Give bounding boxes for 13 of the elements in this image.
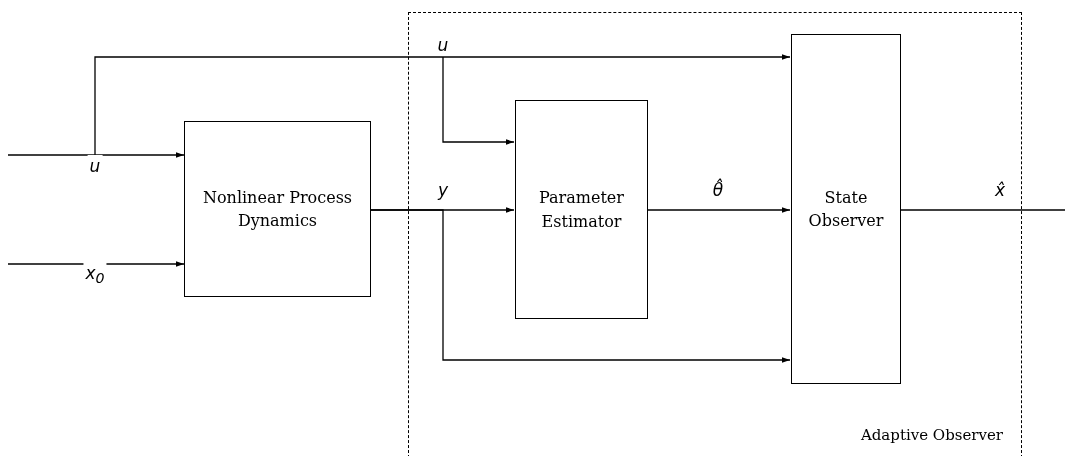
signal-arrow [442,56,515,145]
dashed-group-boundary [408,12,1022,456]
signal-arrow [7,152,185,158]
process-block [515,100,648,319]
block-label: Nonlinear Process Dynamics [201,186,354,232]
group-title: Adaptive Observer [860,426,1003,444]
process-block [791,34,901,384]
block-label: State Observer [807,186,885,232]
signal-arrow [370,209,791,363]
signal-arrow [646,207,791,213]
process-block [184,121,371,297]
signal-arrow [94,54,791,156]
block-label: Parameter Estimator [538,187,625,233]
